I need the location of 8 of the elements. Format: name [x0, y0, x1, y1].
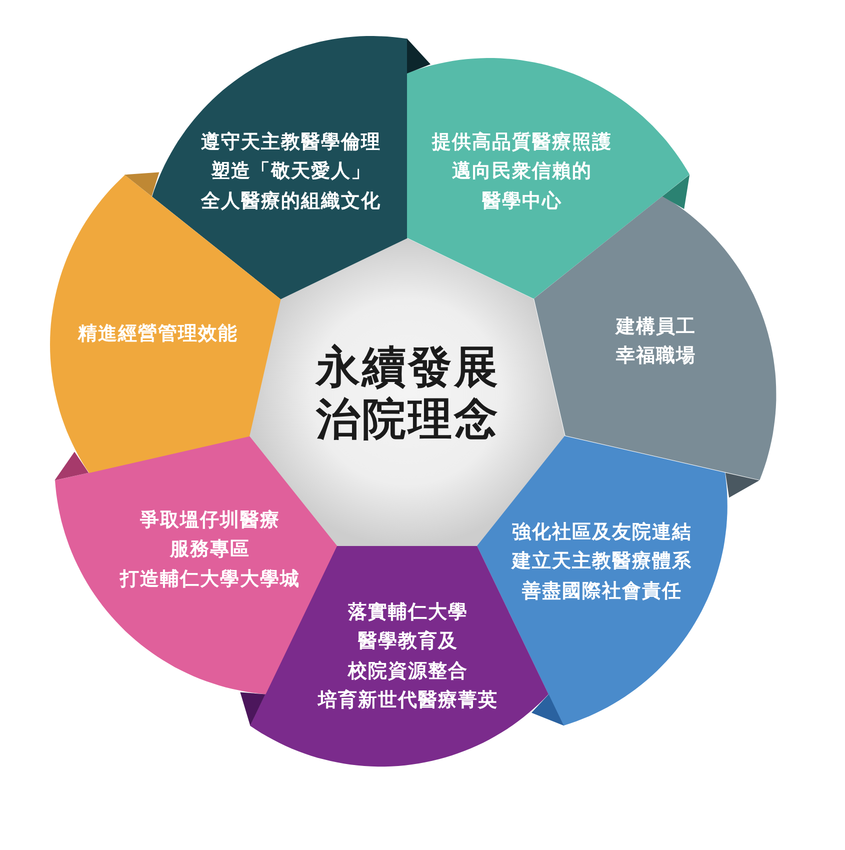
principle-text: 遵守天主教醫學倫理塑造「敬天愛人」全人醫療的組織文化 [200, 130, 381, 214]
principle-text: 落實輔仁大學醫學教育及校院資源整合培育新世代醫療菁英 [318, 600, 498, 714]
principle-text: 精進經營管理效能 [78, 321, 238, 346]
center-title: 永續發展治院理念 [316, 342, 500, 446]
principle-text: 爭取塭仔圳醫療服務專區打造輔仁大學大學城 [120, 508, 300, 592]
principle-text: 建構員工幸福職場 [616, 314, 696, 369]
principle-text: 強化社區及友院連結建立天主教醫療體系善盡國際社會責任 [512, 520, 692, 604]
principle-text: 提供高品質醫療照護邁向民衆信賴的醫學中心 [432, 130, 612, 214]
